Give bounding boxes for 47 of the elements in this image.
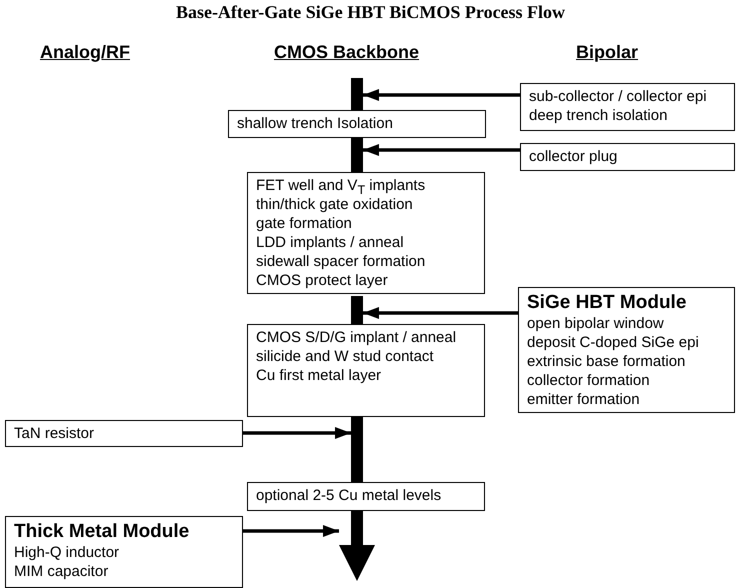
backbone-bar [351, 78, 363, 110]
module-heading: Thick Metal Module [14, 520, 190, 543]
process-step: sidewall spacer formation [256, 252, 476, 271]
process-step: CMOS S/D/G implant / anneal [256, 328, 476, 347]
process-step: optional 2-5 Cu metal levels [256, 486, 476, 505]
process-box [520, 143, 735, 171]
process-box [5, 420, 243, 447]
process-step: FET well and V$_{T}$ implants [256, 176, 476, 195]
arrow [243, 427, 351, 439]
backbone-bar [351, 296, 363, 324]
process-step: TaN resistor [14, 424, 234, 443]
process-step: open bipolar window [527, 314, 726, 333]
process-step: shallow trench Isolation [237, 114, 477, 133]
arrow [363, 307, 518, 319]
process-box [228, 110, 486, 138]
process-box [247, 324, 485, 417]
backbone-arrowhead [339, 511, 375, 581]
diagram-title: Base-After-Gate SiGe HBT BiCMOS Process Flow [174, 2, 566, 23]
process-box [5, 516, 243, 588]
process-step: gate formation [256, 214, 476, 233]
process-step: High-Q inductor [14, 543, 234, 562]
process-step: LDD implants / anneal [256, 233, 476, 252]
process-step: thin/thick gate oxidation [256, 195, 476, 214]
column-header: Bipolar [576, 42, 638, 63]
process-step: silicide and W stud contact [256, 347, 476, 366]
process-step: emitter formation [527, 390, 726, 409]
process-step: sub-collector / collector epi [529, 87, 726, 106]
arrow [363, 144, 520, 156]
process-step: CMOS protect layer [256, 271, 476, 290]
column-header: CMOS Backbone [274, 42, 420, 63]
process-step: deposit C-doped SiGe epi [527, 333, 726, 352]
process-step: MIM capacitor [14, 562, 234, 581]
backbone-bar [351, 138, 363, 172]
process-step: collector formation [527, 371, 726, 390]
process-step: collector plug [529, 147, 726, 166]
arrow [363, 89, 520, 101]
arrow [243, 525, 339, 537]
module-heading: SiGe HBT Module [527, 291, 688, 314]
process-step: Cu first metal layer [256, 366, 476, 385]
process-box [247, 172, 485, 294]
process-box [518, 287, 735, 413]
process-step: extrinsic base formation [527, 352, 726, 371]
backbone-bar [351, 417, 363, 482]
column-header: Analog/RF [40, 42, 130, 63]
process-box [247, 482, 485, 511]
process-step: deep trench isolation [529, 106, 726, 125]
process-box [520, 83, 735, 131]
